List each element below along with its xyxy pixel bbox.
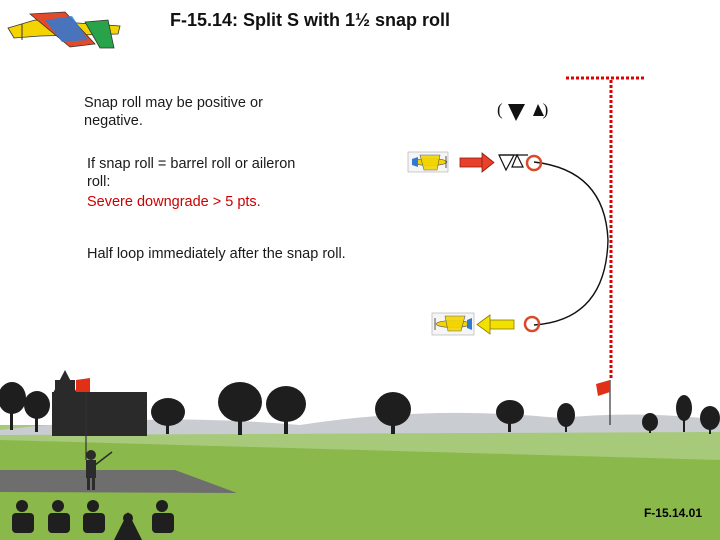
- downgrade-penalty-note: Severe downgrade > 5 pts.: [87, 194, 261, 210]
- castle-icon: [52, 370, 147, 436]
- flag-icon: [76, 378, 90, 460]
- pilot-icon: [86, 450, 113, 490]
- model-plane-logo: [7, 11, 121, 49]
- snap-direction-note: Snap roll may be positive or negative.: [84, 95, 263, 129]
- half-loop-path: [533, 161, 609, 326]
- runway: [0, 470, 237, 493]
- tree-icon: [642, 413, 658, 433]
- plane-icon: [407, 151, 449, 173]
- tree-icon: [496, 400, 524, 432]
- paren-open: (: [497, 100, 503, 119]
- snap-roll-symbol-inline: [498, 153, 528, 172]
- judge-icon: [152, 500, 174, 533]
- snap-roll-brackets: (): [497, 100, 548, 120]
- tree-icon: [24, 391, 50, 432]
- tree-icon: [700, 406, 720, 434]
- judge-icon: [12, 500, 34, 533]
- page-title: F-15.14: Split S with 1½ snap roll: [169, 10, 451, 30]
- judge-icon: [83, 500, 105, 533]
- flag-icon: [596, 380, 611, 425]
- tree-icon: [151, 398, 185, 434]
- judge-icon: [114, 512, 142, 540]
- start-circle: [525, 154, 543, 172]
- tree-line: [0, 382, 720, 435]
- judges-row: [12, 500, 174, 540]
- tree-icon: [218, 382, 262, 435]
- tree-icon: [557, 403, 575, 432]
- entry-arrow: [459, 152, 495, 173]
- plane-icon: [431, 312, 475, 336]
- half-loop-note: Half loop immediately after the snap rol…: [87, 246, 346, 262]
- snap-roll-symbol: [508, 104, 544, 121]
- end-circle: [523, 315, 541, 333]
- tree-icon: [676, 395, 692, 432]
- exit-arrow: [476, 314, 515, 335]
- tree-icon: [0, 382, 26, 430]
- tree-icon: [375, 392, 411, 434]
- figure-code: F-15.14.01: [643, 506, 702, 520]
- distant-hills: [0, 412, 720, 435]
- judge-icon: [48, 500, 70, 533]
- paren-close: ): [542, 100, 549, 119]
- tree-icon: [266, 386, 306, 434]
- downgrade-condition-note: If snap roll = barrel roll or aileron ro…: [87, 156, 296, 190]
